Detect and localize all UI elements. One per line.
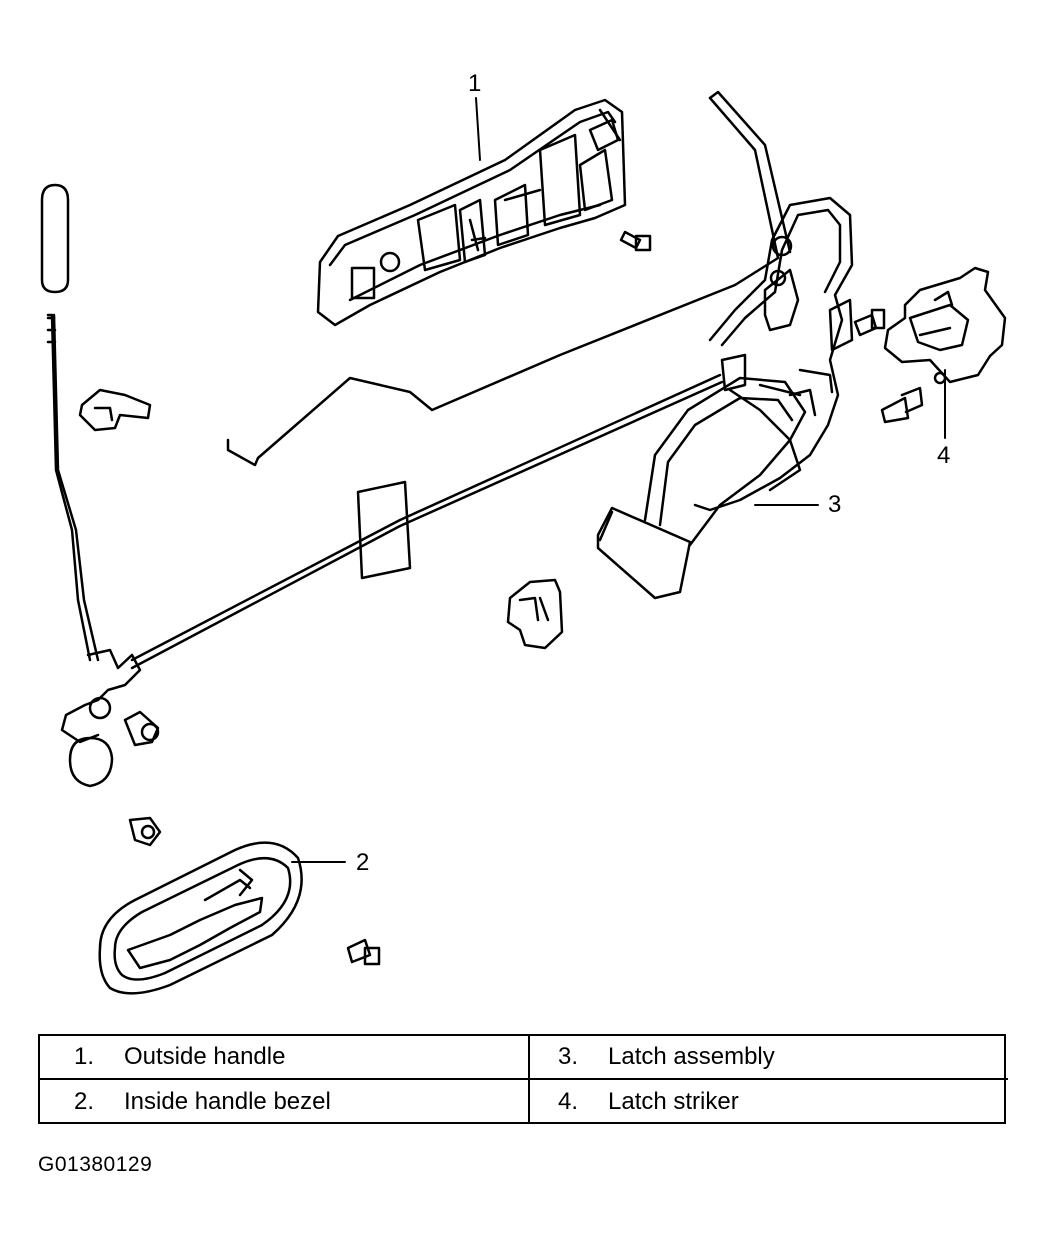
legend-label: Outside handle [124,1043,286,1070]
screw-icon [619,230,652,252]
legend-label: Latch striker [608,1088,739,1115]
inside-handle-bezel-part [98,841,303,995]
legend-number: 3. [558,1043,579,1070]
legend-cell-2: 2. Inside handle bezel [40,1080,530,1124]
latch-bolt-icon [853,308,886,337]
striker-screw-icon [880,386,924,424]
lock-rod-part [46,313,100,662]
latch-striker-part [883,266,1007,385]
clip-icon [128,816,162,847]
callout-number-2: 2 [356,849,370,876]
legend-number: 4. [558,1088,579,1115]
inside-release-rod [130,373,724,670]
latch-cable-part [596,376,807,600]
bezel-screw-icon [346,938,381,966]
leader-line-1 [475,97,481,161]
legend-number: 1. [74,1043,95,1070]
door-lock-exploded-diagram [40,90,1007,995]
rod-clip-part [78,388,152,432]
outside-handle-part [316,98,627,327]
callout-number-3: 3 [828,491,842,518]
outside-release-rod [226,90,792,467]
lock-linkage-part [60,648,160,788]
rod-holder-clip [506,578,564,650]
legend-label: Latch assembly [608,1043,775,1070]
legend-number: 2. [74,1088,95,1115]
legend-cell-3: 3. Latch assembly [530,1036,1008,1080]
callout-number-4: 4 [937,442,951,469]
legend-cell-4: 4. Latch striker [530,1080,1008,1124]
latch-assembly-part [693,196,854,512]
legend-label: Inside handle bezel [124,1088,331,1115]
legend-cell-1: 1. Outside handle [40,1036,530,1080]
lock-knob-part [40,183,70,294]
rod-guide-pad [356,480,412,580]
parts-legend-table: 1. Outside handle 3. Latch assembly 2. I… [38,1034,1008,1124]
figure-id: G01380129 [38,1153,153,1176]
callout-number-1: 1 [468,70,482,97]
